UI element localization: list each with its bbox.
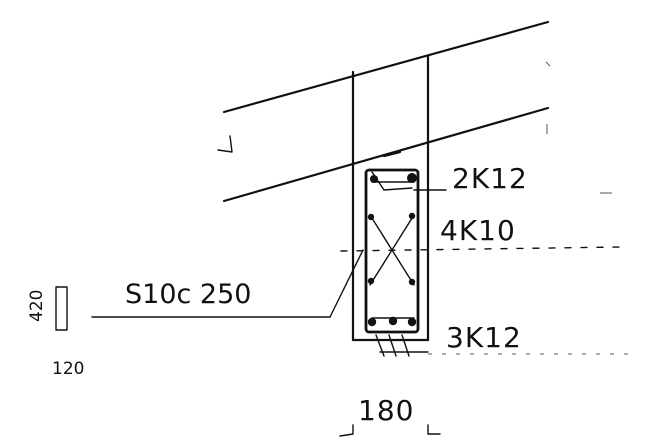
stirrups-leader-diagonal (329, 249, 364, 318)
legend-height-label: 420 (27, 290, 47, 322)
hidden-dash (382, 150, 402, 158)
edge-tick-mark (545, 61, 551, 67)
legend-width-label: 120 (52, 359, 84, 379)
section-legend (55, 286, 68, 331)
side-bar (408, 212, 416, 220)
top-bar (370, 175, 378, 183)
width-dimension (339, 424, 441, 437)
bottom-bar (388, 316, 398, 326)
leader-lines (91, 189, 635, 357)
bottom-bar (367, 317, 377, 327)
dimension-left-tick (339, 424, 354, 437)
bottom-bars-label: 3K12 (446, 321, 522, 354)
side-bars-leader (340, 246, 621, 252)
side-bar (367, 213, 375, 221)
slab-break-mark (217, 135, 233, 153)
top-bars-label: 2K12 (452, 162, 528, 195)
stirrups-label: S10c 250 (125, 279, 251, 310)
side-bar (408, 278, 416, 286)
slab-top-line (222, 20, 550, 114)
dimension-right-tick (427, 424, 441, 435)
side-bar (367, 277, 375, 285)
bottom-bars-leader (401, 334, 410, 357)
bottom-bars-leader (375, 334, 385, 357)
bottom-bar (407, 317, 417, 327)
legend-section-rect (55, 286, 68, 331)
side-bars-label: 4K10 (440, 214, 516, 247)
section-width-label: 180 (358, 394, 414, 427)
reinforcement-cage (364, 150, 420, 334)
stirrup-hook (371, 171, 413, 191)
bottom-bars-leader (388, 334, 397, 357)
stirrup-outline (364, 168, 420, 334)
top-bar (407, 173, 417, 183)
